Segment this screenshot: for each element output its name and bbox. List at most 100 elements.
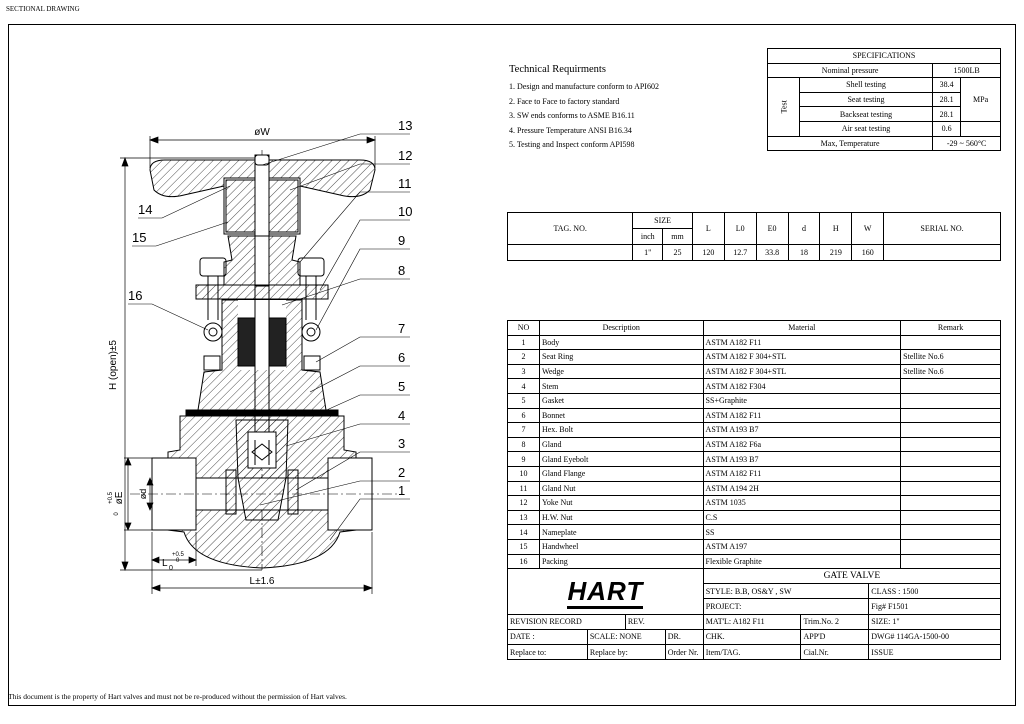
- class-field: CLASS : 1500: [868, 583, 1001, 600]
- callout-label: 13: [398, 118, 412, 133]
- parts-cell-remark: [900, 378, 1001, 394]
- parts-cell-no: 7: [507, 422, 540, 438]
- callout-label: 11: [398, 176, 412, 191]
- specifications-table: SPECIFICATIONS Nominal pressure 1500LB T…: [766, 48, 1001, 152]
- dim-l: L±1.6: [250, 576, 275, 587]
- parts-cell-remark: [900, 422, 1001, 438]
- parts-cell-desc: Gland Flange: [538, 465, 704, 482]
- value-cell: 18: [787, 244, 821, 261]
- project-field: PROJECT:: [702, 598, 870, 615]
- parts-cell-no: 5: [507, 392, 540, 409]
- rev-field: REV.: [624, 613, 704, 630]
- size-field: SIZE: 1": [868, 613, 1001, 630]
- callout-label: 7: [398, 321, 405, 336]
- parts-cell-no: 4: [507, 378, 540, 394]
- callout-label: 15: [132, 230, 146, 245]
- col-header: W: [851, 212, 885, 245]
- parts-cell-desc: Hex. Bolt: [538, 422, 704, 438]
- dim-d: ød: [138, 489, 148, 500]
- date-field: DATE :: [507, 628, 588, 645]
- fig-field: Fig# F1501: [868, 598, 1001, 615]
- parts-cell-mat: ASTM A197: [702, 538, 902, 555]
- test-name: Seat testing: [798, 91, 934, 108]
- parts-cell-remark: [900, 436, 1001, 453]
- revision-record: REVISION RECORD: [507, 613, 626, 630]
- matl-field: MAT'L: A182 F11: [702, 613, 802, 630]
- serial-header: SERIAL NO.: [883, 212, 1001, 245]
- value-cell: 160: [851, 244, 885, 261]
- callout-label: 5: [398, 379, 405, 394]
- parts-cell-no: 2: [507, 349, 540, 365]
- spec-title: SPECIFICATIONS: [767, 48, 1001, 64]
- col-header: H: [819, 212, 853, 245]
- trim-field: Trim.No. 2: [800, 613, 870, 630]
- parts-cell-desc: Gasket: [538, 392, 704, 409]
- parts-cell-desc: Nameplate: [538, 524, 704, 540]
- dim-l0: L: [162, 558, 168, 569]
- parts-cell-mat: ASTM A193 B7: [702, 422, 902, 438]
- parts-cell-no: 3: [507, 363, 540, 380]
- dim-l0-tol2: 0: [176, 558, 180, 564]
- test-value: 28.1: [932, 106, 962, 122]
- parts-cell-remark: Stellite No.6: [900, 349, 1001, 365]
- parts-cell-mat: ASTM A182 F 304+STL: [702, 363, 902, 380]
- value-cell: 33.8: [755, 244, 789, 261]
- parts-cell-desc: Seat Ring: [538, 349, 704, 365]
- dim-w: øW: [254, 127, 270, 138]
- parts-cell-no: 12: [507, 495, 540, 511]
- tech-item: 1. Design and manufacture conform to API…: [509, 82, 659, 91]
- callout-label: 1: [398, 483, 405, 498]
- parts-cell-desc: Stem: [538, 378, 704, 394]
- callout-label: 3: [398, 436, 405, 451]
- parts-cell-mat: Flexible Graphite: [702, 553, 902, 570]
- callout-label: 10: [398, 204, 412, 219]
- item-field: Item/TAG.: [702, 643, 802, 661]
- parts-cell-no: 10: [507, 465, 540, 482]
- dim-h: H (open)±5: [108, 340, 119, 390]
- callout-label: 12: [398, 148, 412, 163]
- dim-e-tol2: 0: [114, 512, 120, 516]
- value-cell: 12.7: [723, 244, 757, 261]
- parts-cell-mat: ASTM A182 F304: [702, 378, 902, 394]
- parts-cell-desc: Gland Eyebolt: [538, 451, 704, 467]
- tag-size-table: TAG. NO. SIZE L L0 E0 d H W SERIAL NO. i…: [506, 212, 1001, 261]
- tech-title: Technical Requirments: [509, 64, 606, 75]
- parts-cell-desc: Handwheel: [538, 538, 704, 555]
- test-value: 38.4: [932, 77, 962, 93]
- parts-cell-mat: SS: [702, 524, 902, 540]
- parts-cell-no: 13: [507, 509, 540, 526]
- parts-cell-remark: [900, 392, 1001, 409]
- dim-l0-tol: +0.5: [172, 552, 185, 558]
- col-header: E0: [755, 212, 789, 245]
- callout-label: 8: [398, 263, 405, 278]
- parts-cell-remark: [900, 524, 1001, 540]
- parts-cell-remark: [900, 334, 1001, 351]
- value-cell: 120: [691, 244, 725, 261]
- test-name: Shell testing: [798, 77, 934, 93]
- cial-field: Cial.Nr.: [800, 643, 870, 661]
- drawing-frame: [8, 24, 1016, 706]
- appd-field: APP'D: [800, 628, 870, 645]
- empty-cell: [960, 120, 1001, 137]
- nominal-value: 1500LB: [932, 62, 1001, 79]
- sectional-drawing: øW H (open)±5 L±1.6 øE +0.5 0 ød L 0 +0.…: [108, 118, 412, 594]
- parts-cell-remark: [900, 538, 1001, 555]
- parts-cell-desc: H.W. Nut: [538, 509, 704, 526]
- parts-cell-no: 8: [507, 436, 540, 453]
- callout-label: 4: [398, 408, 405, 423]
- parts-cell-remark: Stellite No.6: [900, 363, 1001, 380]
- parts-cell-remark: [900, 465, 1001, 482]
- parts-cell-remark: [900, 480, 1001, 497]
- parts-cell-mat: C.S: [702, 509, 902, 526]
- callout-label: 14: [138, 202, 152, 217]
- test-name: Backseat testing: [798, 106, 934, 122]
- parts-cell-remark: [900, 451, 1001, 467]
